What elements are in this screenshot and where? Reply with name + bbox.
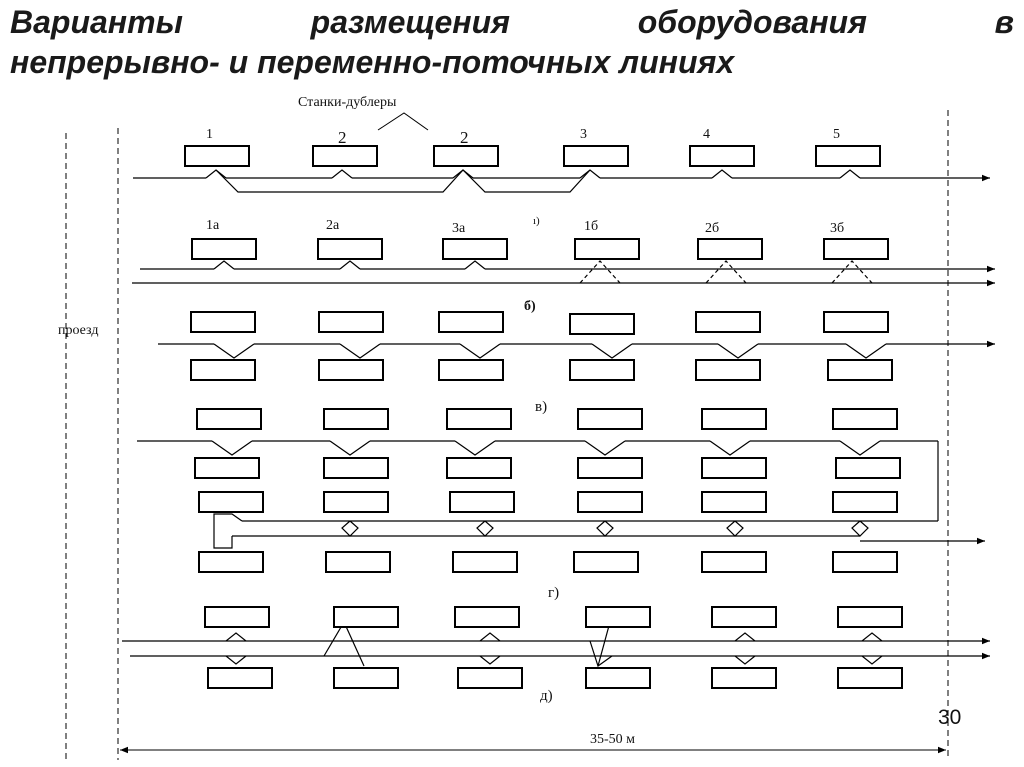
machine-label: 1б (584, 219, 598, 234)
row-g (137, 440, 985, 549)
aisle-boundaries (65, 110, 949, 760)
title-line-1: Варианты размещения оборудования в (10, 4, 1014, 40)
machine-label: 3 (580, 127, 587, 142)
row-b (132, 260, 995, 287)
machine-3a (442, 238, 508, 260)
machine-5 (815, 145, 881, 167)
machine-label: 3б (830, 221, 844, 236)
machine-label: 2 (460, 128, 469, 147)
row-v-machines (190, 311, 893, 381)
doubler-bracket (377, 112, 429, 131)
machine-1a (191, 238, 257, 260)
machine-label: 1а (206, 218, 220, 233)
machine-label: 5 (833, 127, 840, 142)
row-v (158, 340, 995, 359)
title-line-2: непрерывно- и переменно-поточных линиях (10, 44, 735, 80)
machine-1b (574, 238, 640, 260)
variant-label-g: г) (548, 585, 559, 601)
machine-label: 2 (338, 128, 347, 147)
variant-label-d: д) (540, 688, 553, 704)
row-d (122, 621, 990, 667)
dimension-label: 35-50 м (590, 732, 635, 747)
machine-label: 4 (703, 127, 710, 142)
row-a (133, 169, 990, 193)
machine-2-doubler-a (312, 145, 378, 167)
aisle-label: проезд (58, 323, 98, 338)
machine-3 (563, 145, 629, 167)
row-b-labels: 1а 2а 3а 1б 2б 3б ı) (206, 215, 844, 236)
machine-1 (184, 145, 250, 167)
machine-label: 2б (705, 221, 719, 236)
slide-number: 30 (938, 706, 962, 729)
machine-2b (697, 238, 763, 260)
row-a-machines (184, 145, 881, 167)
variant-label-v: в) (535, 399, 547, 415)
row-b-machines (191, 238, 889, 260)
row-a-labels: 1 2 2 3 4 5 (206, 127, 840, 147)
row-d-machines (204, 606, 903, 689)
machine-label: 1 (206, 127, 213, 142)
machine-2-doubler-b (433, 145, 499, 167)
doubler-label: Станки-дублеры (298, 95, 397, 110)
variant-label-b: б) (524, 299, 536, 314)
machine-2a (317, 238, 383, 260)
machine-label: 2а (326, 218, 340, 233)
row-marker: ı) (533, 215, 540, 227)
page-title: Варианты размещения оборудования в непре… (10, 2, 1014, 82)
machine-4 (689, 145, 755, 167)
row-g-machines (194, 408, 901, 573)
machine-label: 3а (452, 221, 466, 236)
machine-3b (823, 238, 889, 260)
